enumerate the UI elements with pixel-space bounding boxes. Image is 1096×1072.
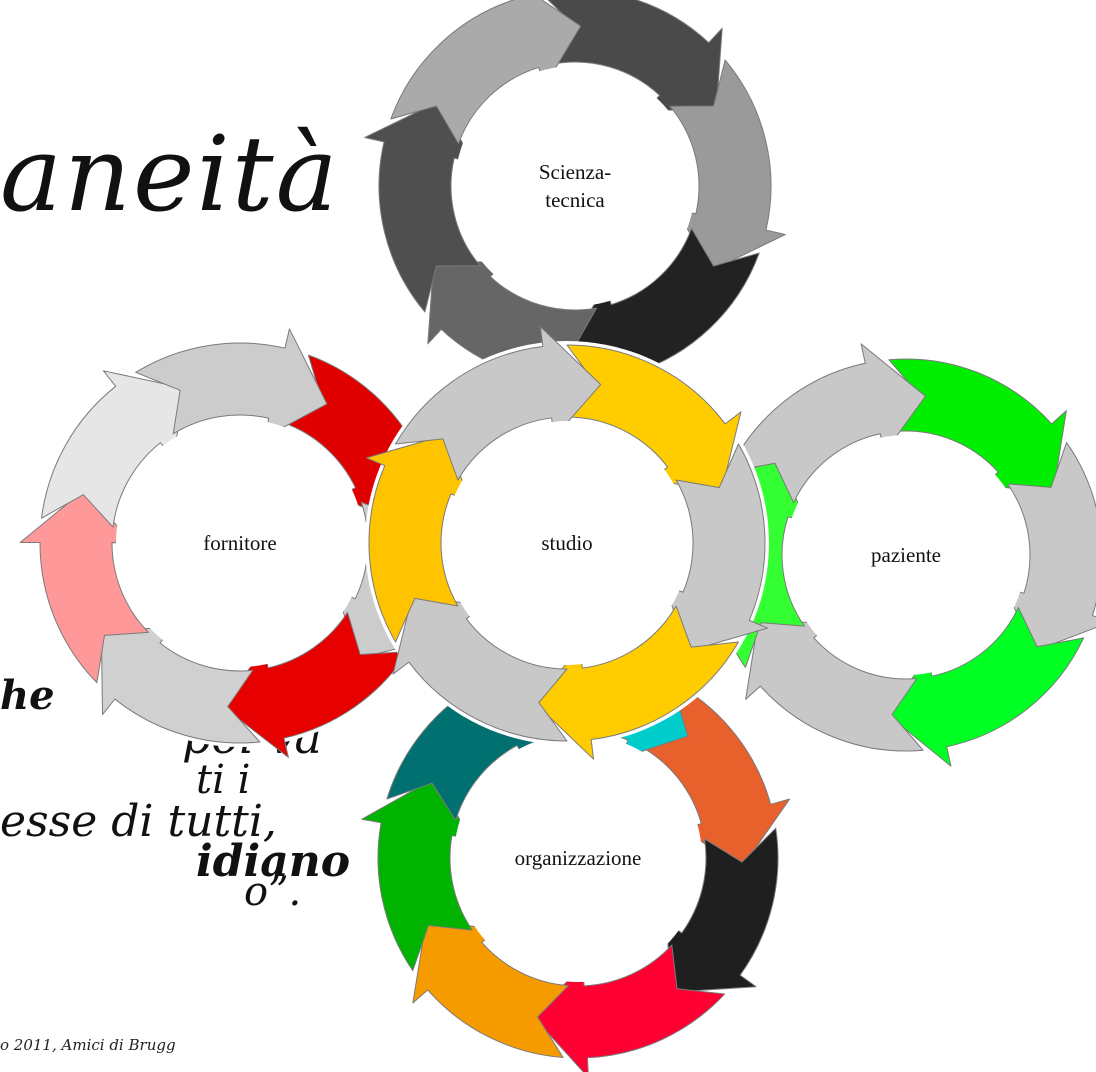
quote-line-4: esse di tutti, <box>0 796 277 847</box>
cycle-studio-arrow-6 <box>395 326 602 481</box>
cycle-organizzazione-label: organizzazione <box>515 846 642 870</box>
cycle-studio-arrow-1 <box>566 344 742 494</box>
cycle-studio-arrow-2 <box>664 443 768 652</box>
cycle-studio: studio <box>365 326 769 760</box>
slide-title-fragment: aneità <box>0 113 340 235</box>
cycle-organizzazione-arrow-2 <box>665 827 779 993</box>
quote-line-1: he <box>0 672 55 719</box>
cycle-scienza-label-1: Scienza- <box>539 160 611 184</box>
cycle-fornitore-arrow-4 <box>100 626 261 744</box>
quote-line-3: ti i <box>196 757 251 803</box>
cycle-scienza-center <box>455 66 695 306</box>
cycle-scienza-arrow-5 <box>364 100 481 313</box>
cycle-studio-label: studio <box>541 531 592 555</box>
cycle-paziente-label: paziente <box>871 543 941 567</box>
cycle-organizzazione: organizzazione <box>361 654 791 1072</box>
cycle-organizzazione-arrow-4 <box>412 919 569 1058</box>
cycle-scienza-arrow-6 <box>390 0 582 145</box>
cycle-scienza-arrow-2 <box>669 59 786 272</box>
cycle-scienza: Scienza-tecnica <box>364 0 786 393</box>
cycle-fornitore-center <box>116 419 364 667</box>
cycle-fornitore-arrow-7 <box>135 328 328 439</box>
cycle-scienza-label-2: tecnica <box>545 188 605 212</box>
cycle-fornitore-arrow-3 <box>221 611 409 758</box>
cycle-organizzazione-arrow-5 <box>361 777 473 972</box>
cycle-paziente-arrow-6 <box>727 343 926 504</box>
credit-line: o 2011, Amici di Brugg <box>0 1036 176 1054</box>
cycle-scienza-arrow-1 <box>547 0 723 112</box>
cycle-organizzazione-center <box>454 734 702 982</box>
cycle-fornitore-label: fornitore <box>203 531 276 555</box>
cycle-studio-arrow-3 <box>532 605 739 760</box>
cycle-paziente-arrow-4 <box>745 617 924 752</box>
quote-line-6: o”. <box>244 869 302 915</box>
quote-line-5: idiano <box>196 836 351 887</box>
cycle-studio-arrow-4 <box>392 592 568 742</box>
cycle-paziente-arrow-1 <box>888 358 1067 493</box>
cycle-studio-arrow-5 <box>366 434 470 643</box>
cycle-fornitore: fornitore <box>19 328 444 758</box>
cycle-paziente-arrow-3 <box>886 606 1085 767</box>
cycle-fornitore-arrow-6 <box>41 370 186 528</box>
cycle-paziente-center <box>786 435 1026 675</box>
cycle-studio-center <box>445 421 689 665</box>
cycle-paziente-arrow-2 <box>1004 442 1096 652</box>
cycle-organizzazione-arrow-1 <box>641 684 791 869</box>
